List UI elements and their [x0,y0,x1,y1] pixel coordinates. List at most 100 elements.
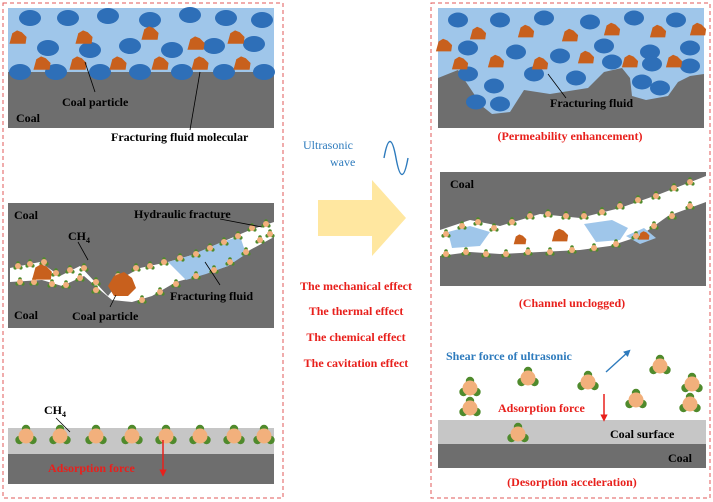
fluid-molecular-pointer [189,71,201,131]
shear-force-arrow [605,349,631,373]
ch4-pointer [55,417,71,433]
thermal-effect-label: The thermal effect [309,304,404,318]
fluid-molecule [680,58,700,74]
fluid-molecule [490,12,510,28]
methane-molecule [625,388,647,409]
fluid-molecule [215,10,237,26]
etched-coal-block [438,68,704,128]
right-bottom-scene: Shear force of ultrasonic Adsorption for… [438,349,706,489]
fluid-molecule [524,66,544,82]
fluid-molecule [79,42,101,58]
wave-icon [383,140,409,176]
fluid-molecule [89,64,111,80]
hydraulic-fracture-pointer [219,218,263,228]
permeability-enhancement-caption: (Permeability enhancement) [498,129,643,143]
fluid-molecule [179,7,201,23]
fluid-molecules-group [9,7,275,80]
coal-block [438,444,706,468]
fluid-molecule [666,12,686,28]
fluid-in-fracture [168,236,246,280]
fluid-molecule [602,54,622,70]
left-middle-scene: Coal CH4 Hydraulic fracture Fracturing f… [8,203,275,328]
methane-molecule [459,396,481,417]
mechanical-effect-label: The mechanical effect [300,279,412,293]
fluid-molecule [642,56,662,72]
fluid-molecule [650,80,670,96]
coal-block [8,454,274,484]
coal-particle-label: Coal particle [62,95,129,109]
fluid-molecule [57,10,79,26]
channel-unclogged-caption: (Channel unclogged) [519,296,625,310]
adsorption-force-label: Adsorption force [48,461,135,475]
fluid-molecule [680,40,700,56]
left-bottom-scene: CH4 Adsorption force [8,403,275,484]
fluid-molecule [458,40,478,56]
fracturing-fluid-label: Fracturing fluid [170,289,253,303]
fluid-molecule [253,64,275,80]
fluid-molecule [37,40,59,56]
fluid-molecule [9,64,31,80]
fracturing-fluid-molecular-label: Fracturing fluid molecular [111,130,249,144]
methane-molecule [649,354,671,375]
coal-label-bottom: Coal [14,308,39,322]
coal-label-top: Coal [14,208,39,222]
ultrasonic-label: Ultrasonic [303,138,353,152]
fluid-molecule [640,44,660,60]
fluid-molecule [484,78,504,94]
methane-molecule [679,392,701,413]
right-panel-frame [430,2,711,499]
right-top-scene: Fracturing fluid (Permeability enhanceme… [435,8,707,143]
fluid-molecule [97,8,119,24]
methane-molecule [577,370,599,391]
chemical-effect-label: The chemical effect [306,330,405,344]
coal-label: Coal [450,177,475,191]
fracturing-fluid-pointer [547,73,567,99]
fluid-molecule [251,12,273,28]
coal-particle-label: Coal particle [72,309,139,323]
shear-force-label: Shear force of ultrasonic [446,349,573,363]
process-arrow-icon [318,180,406,256]
cavitation-effect-label: The cavitation effect [304,356,409,370]
coal-label: Coal [16,111,41,125]
desorption-acceleration-caption: (Desorption acceleration) [507,475,637,489]
coal-surface-label: Coal surface [610,427,675,441]
fluid-molecule [119,38,141,54]
hydraulic-fracture-label: Hydraulic fracture [134,207,231,221]
ch4-label: CH4 [44,403,66,419]
coal-particle-shape [108,272,136,296]
fluid-molecule [45,64,67,80]
coal-particle-pointer [109,294,117,308]
left-top-scene: Coal Coal particle Fracturing fluid mole… [8,7,275,144]
fluid-molecule [243,36,265,52]
fluid-molecule [566,70,586,86]
fluid-molecule [213,64,235,80]
fluid-molecule [458,66,478,82]
coal-block [8,72,274,128]
fracturing-fluid-pointer [204,261,221,286]
fluid-molecule [632,74,652,90]
ch4-pointer [77,241,89,261]
fluid-molecule [580,14,600,30]
fluid-molecule [550,48,570,64]
fluid-molecule [129,64,151,80]
fluid-molecule [594,38,614,54]
coal-block [8,203,274,328]
fluid-molecules-group [448,10,700,112]
adsorption-force-label: Adsorption force [498,401,585,415]
coal-particle-pointer [84,61,96,93]
fluid-molecule [534,10,554,26]
left-panel-frame [2,2,284,499]
fluid-in-channel [448,220,656,248]
fluid-molecule [19,10,41,26]
coal-surface-layer [438,420,706,444]
methane-molecule [517,366,539,387]
fluid-molecule [203,38,225,54]
fluid-molecule [506,44,526,60]
fracturing-fluid-label: Fracturing fluid [550,96,633,110]
methane-molecule [459,376,481,397]
fluid-molecule [161,42,183,58]
wave-label: wave [330,155,355,169]
right-middle-scene: Coal (Channel unclogged) [440,172,706,310]
